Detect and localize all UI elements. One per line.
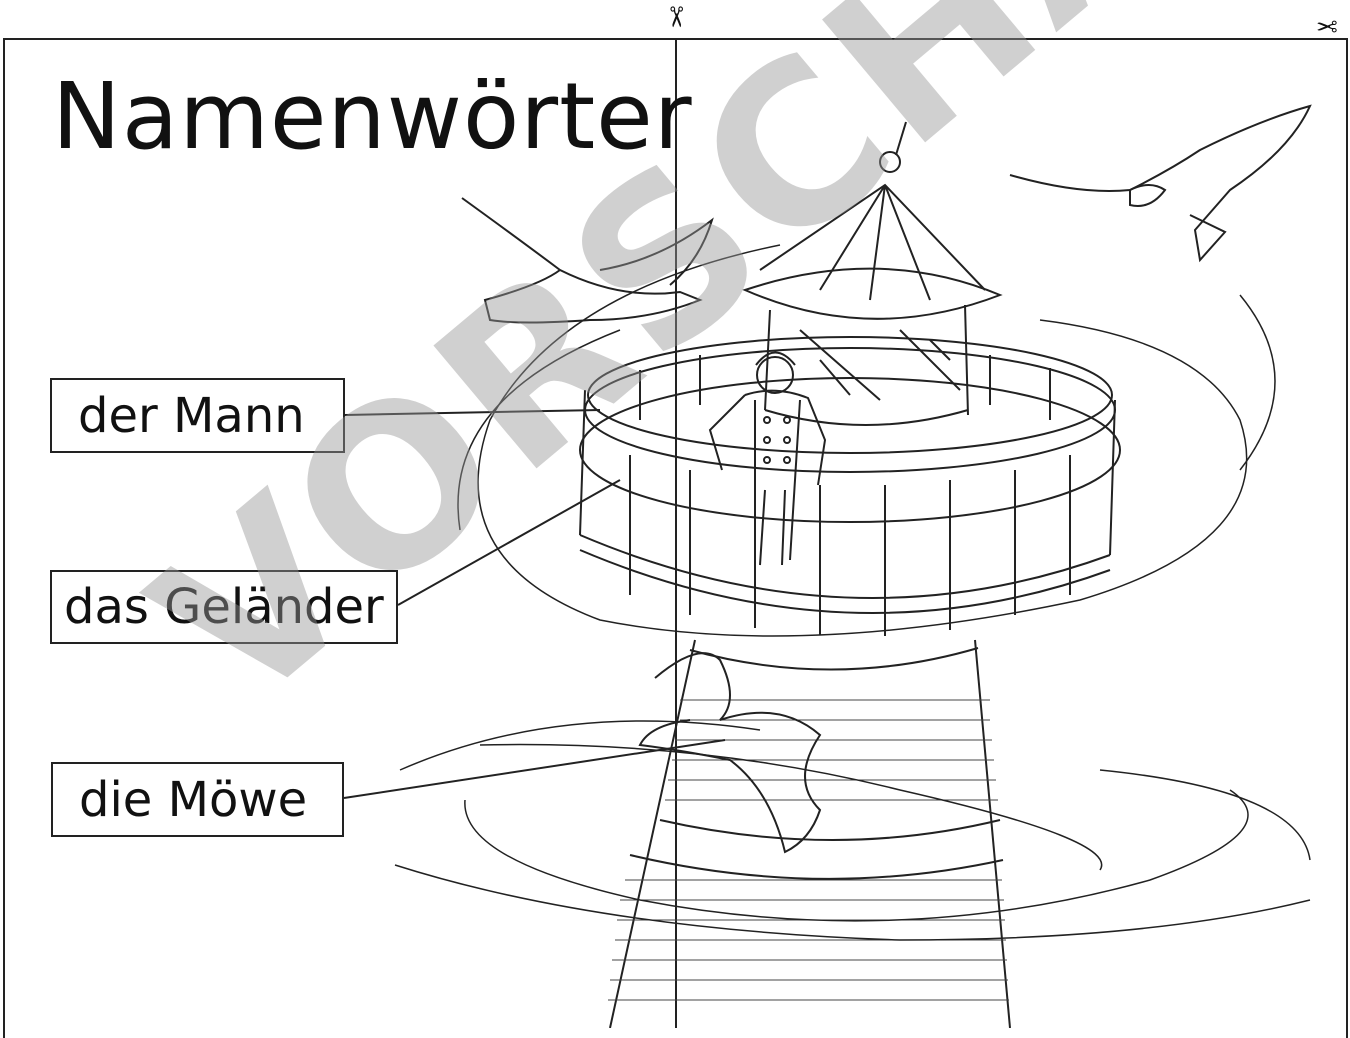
lantern-room: [742, 121, 1003, 426]
cut-line: [675, 38, 677, 1028]
wind-lines: [394, 244, 1311, 941]
label-text: die Möwe: [79, 771, 308, 828]
label-gull: die Möwe: [51, 762, 344, 837]
label-connectors: [343, 409, 726, 799]
man-figure: [708, 351, 827, 566]
page-title: Namenwörter: [52, 63, 693, 170]
label-man: der Mann: [50, 378, 345, 453]
label-text: der Mann: [78, 387, 305, 444]
label-railing: das Geländer: [50, 570, 398, 644]
label-text: das Geländer: [64, 579, 384, 635]
gull-left: [461, 197, 714, 324]
gull-right: [1009, 104, 1312, 263]
lighthouse-tower: [608, 639, 1011, 1028]
railing: [579, 336, 1121, 636]
gull-bottom: [638, 652, 822, 854]
